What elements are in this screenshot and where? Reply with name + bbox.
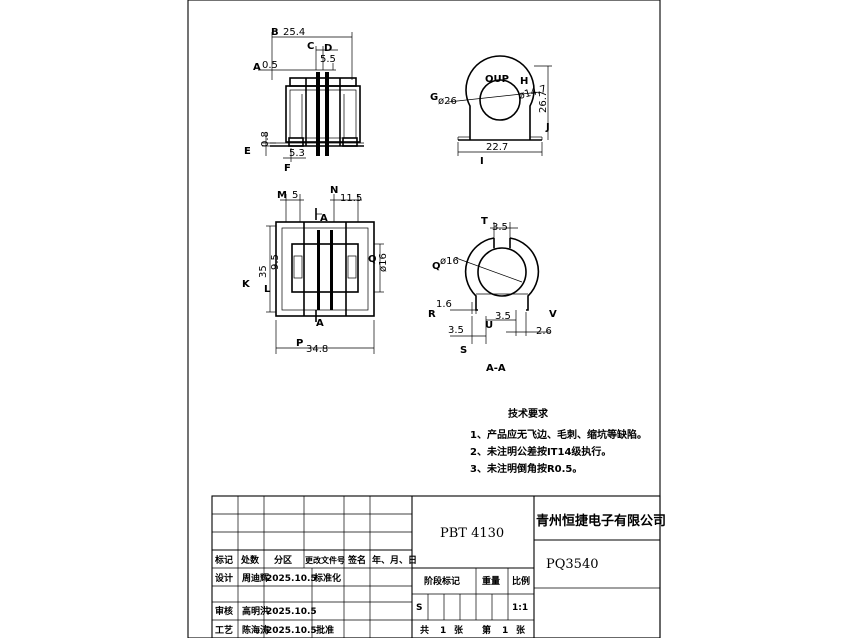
section-dim-u: 3.5 — [495, 311, 511, 322]
tb-scale-label: 比例 — [512, 575, 530, 587]
tb-material: PBT 4130 — [440, 526, 504, 541]
tb-header-zone: 分区 — [274, 554, 292, 566]
top-dim-m: 5 — [292, 190, 298, 201]
front-letter-b: B — [271, 27, 279, 38]
tb-review-date: 2025.10.5 — [266, 607, 317, 617]
tb-header-mark: 标记 — [214, 554, 233, 566]
front-dim-width: 25.4 — [283, 27, 305, 38]
tb-process-role: 工艺 — [215, 624, 233, 636]
front-dim-pitch: 5.3 — [289, 148, 305, 159]
technical-notes: 技术要求 1、产品应无飞边、毛刺、缩坑等缺陷。 2、未注明公差按IT14级执行。… — [470, 407, 647, 475]
front-letter-a: A — [253, 62, 261, 73]
tb-header-sign: 签名 — [347, 554, 366, 566]
top-letter-l: L — [264, 284, 271, 295]
tb-page-unit: 张 — [516, 624, 526, 636]
section-caption: A-A — [486, 363, 506, 374]
top-dim-n: 11.5 — [340, 193, 362, 204]
tb-design-role: 设计 — [215, 572, 233, 584]
sheet-border — [187, 0, 661, 638]
tb-header-count: 处数 — [240, 554, 260, 566]
section-letter-r: R — [428, 309, 436, 320]
side-letter-g: G — [430, 92, 438, 103]
top-section-a-top: A — [320, 213, 328, 224]
side-dim-outer: ø26 — [438, 96, 457, 107]
front-letter-d: D — [324, 43, 332, 54]
front-view: B 25.4 C D 5.5 A 0.5 E 0.8 5.3 F — [244, 27, 364, 174]
top-dim-overall: 34.8 — [306, 344, 328, 355]
top-view: M 5 N 11.5 A A 35 K 9.5 L Q ø16 — [242, 185, 389, 355]
tb-total-label: 共 — [420, 624, 429, 636]
tb-stage-label: 阶段标记 — [424, 575, 460, 587]
title-block: 标记 处数 分区 更改文件号 签名 年、月、日 设计 周迪辉 2025.10.5… — [211, 495, 666, 638]
notes-title: 技术要求 — [508, 407, 549, 420]
front-dim-bottom: 0.8 — [260, 131, 271, 147]
front-dim-thickness: 0.5 — [262, 60, 278, 71]
tb-page-count: 1 — [502, 626, 508, 636]
section-view: T 3.5 Q ø16 1.6 R 3.5 S U 3.5 V 2.6 A-A — [428, 216, 557, 374]
tb-header-date: 年、月、日 — [372, 554, 417, 566]
tb-part-number: PQ3540 — [546, 557, 599, 572]
front-letter-e: E — [244, 146, 251, 157]
front-letter-c: C — [307, 41, 314, 52]
side-dim-base: 22.7 — [486, 142, 508, 153]
tb-company: 青州恒捷电子有限公司 — [536, 513, 666, 529]
tb-process-extra: 批准 — [316, 624, 334, 636]
side-letter-i: I — [480, 156, 484, 167]
tb-stage-value: S — [416, 603, 422, 613]
top-letter-q: Q — [368, 254, 377, 265]
section-dim-r: 1.6 — [436, 299, 452, 310]
section-letter-q: Q — [432, 261, 441, 272]
tb-review-role: 审核 — [215, 605, 233, 617]
section-dim-v: 2.6 — [536, 326, 552, 337]
tb-total-count: 1 — [440, 626, 446, 636]
section-letter-s: S — [460, 345, 467, 356]
tb-weight-label: 重量 — [482, 575, 500, 587]
side-dim-height: 26.7 — [538, 91, 549, 113]
top-letter-k: K — [242, 279, 251, 290]
section-letter-u: U — [485, 320, 493, 331]
section-dim-bore: ø16 — [440, 256, 459, 267]
top-letter-p: P — [296, 338, 303, 349]
section-dim-s: 3.5 — [448, 325, 464, 336]
section-letter-v: V — [549, 309, 557, 320]
front-letter-f: F — [284, 163, 291, 174]
section-letter-t: T — [481, 216, 488, 227]
tb-total-unit: 张 — [454, 624, 464, 636]
top-letter-n: N — [330, 185, 338, 196]
top-letter-m: M — [277, 190, 287, 201]
tb-design-date: 2025.10.5 — [266, 574, 317, 584]
front-dim-gap: 5.5 — [320, 54, 336, 65]
side-mark-text: OUP — [485, 74, 509, 85]
tb-design-extra: 标准化 — [313, 572, 341, 584]
side-letter-h: H — [520, 76, 528, 87]
tb-design-name: 周迪辉 — [242, 572, 269, 584]
section-dim-t: 3.5 — [492, 222, 508, 233]
note-2: 2、未注明公差按IT14级执行。 — [470, 445, 611, 458]
side-letter-j: J — [545, 122, 550, 133]
top-section-a-bottom: A — [316, 318, 324, 329]
top-dim-q: ø16 — [378, 253, 389, 272]
tb-scale-value: 1:1 — [512, 603, 528, 613]
side-view: OUP G ø26 H ø14.7 26.7 J 22.7 I — [430, 55, 552, 167]
tb-process-date: 2025.10.5 — [266, 626, 317, 636]
top-dim-k: 35 — [258, 265, 269, 278]
note-1: 1、产品应无飞边、毛刺、缩坑等缺陷。 — [470, 428, 647, 441]
note-3: 3、未注明倒角按R0.5。 — [470, 462, 582, 475]
tb-page-label: 第 — [482, 624, 491, 636]
tb-process-name: 陈海涛 — [242, 624, 269, 636]
tb-review-name: 高明洪 — [242, 605, 269, 617]
top-dim-l: 9.5 — [270, 254, 281, 270]
tb-header-change-doc: 更改文件号 — [305, 555, 345, 565]
